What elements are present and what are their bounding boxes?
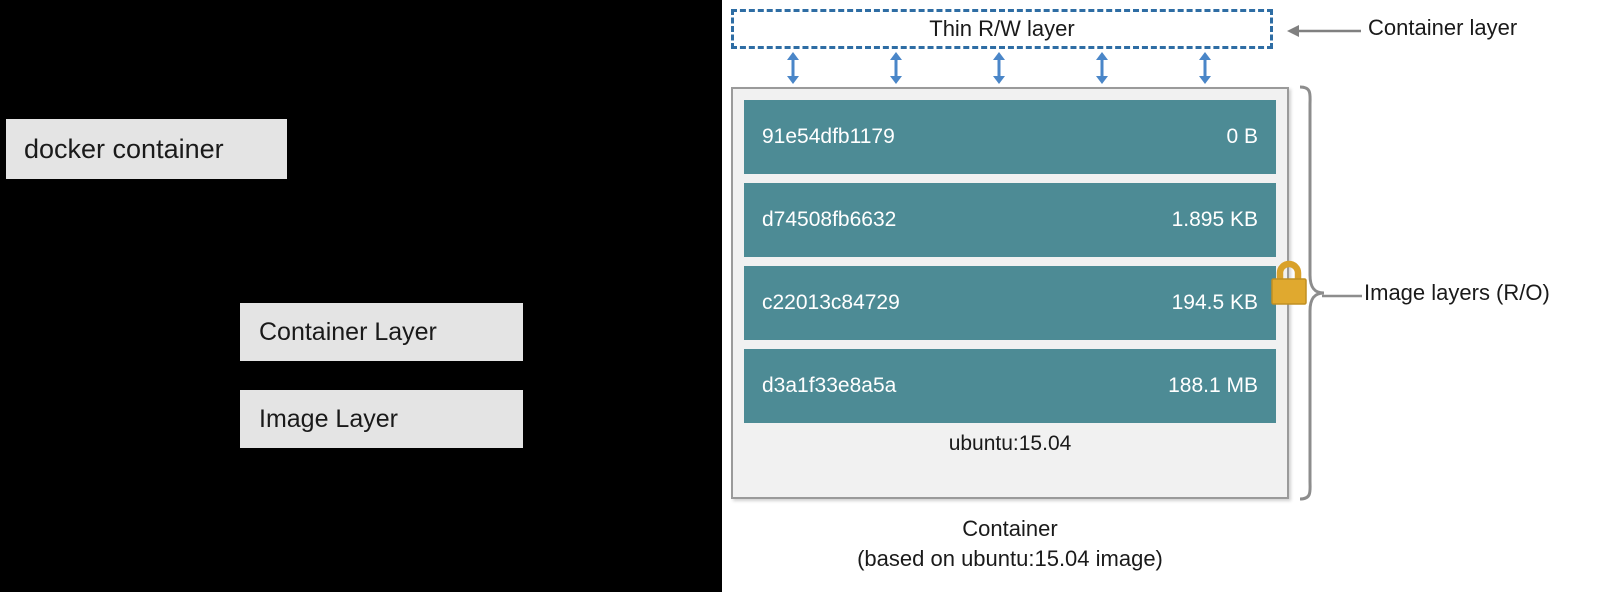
- image-layer-hash: d74508fb6632: [762, 208, 897, 231]
- image-layer-size: 0 B: [1226, 125, 1258, 148]
- image-layer-row: d3a1f33e8a5a 188.1 MB: [744, 349, 1276, 423]
- legend-docker-container: docker container: [6, 119, 287, 179]
- double-headed-arrow-icon: [1094, 52, 1110, 84]
- double-headed-arrow-icon: [888, 52, 904, 84]
- double-headed-arrow-icon: [1197, 52, 1213, 84]
- image-layer-row: d74508fb6632 1.895 KB: [744, 183, 1276, 257]
- legend-container-layer: Container Layer: [240, 303, 523, 361]
- image-layer-stack: 91e54dfb1179 0 B d74508fb6632 1.895 KB c…: [744, 100, 1276, 456]
- image-layer-hash: d3a1f33e8a5a: [762, 374, 897, 397]
- legend-image-layer-label: Image Layer: [259, 404, 398, 433]
- image-layer-row: c22013c84729 194.5 KB: [744, 266, 1276, 340]
- container-layer-callout: Container layer: [1283, 15, 1603, 47]
- container-layer-callout-label: Container layer: [1368, 15, 1518, 40]
- image-layer-hash: 91e54dfb1179: [762, 125, 895, 148]
- legend-container-layer-label: Container Layer: [259, 317, 437, 346]
- thin-rw-layer-label: Thin R/W layer: [929, 16, 1075, 41]
- lock-icon: [1268, 258, 1310, 306]
- legend-image-layer: Image Layer: [240, 390, 523, 448]
- curly-brace-icon: [1296, 85, 1328, 501]
- left-black-panel: [0, 0, 722, 592]
- double-headed-arrow-icon: [785, 52, 801, 84]
- rw-to-image-arrows: [731, 52, 1273, 84]
- legend-docker-container-label: docker container: [24, 133, 224, 164]
- container-caption: Container (based on ubuntu:15.04 image): [731, 514, 1289, 573]
- image-layer-row: 91e54dfb1179 0 B: [744, 100, 1276, 174]
- double-headed-arrow-icon: [991, 52, 1007, 84]
- base-image-name: ubuntu:15.04: [948, 432, 1072, 455]
- brace-connector-line: [1322, 294, 1362, 298]
- image-layer-hash: c22013c84729: [762, 291, 900, 314]
- container-caption-line1: Container: [962, 516, 1058, 541]
- image-layers-callout-label: Image layers (R/O): [1364, 280, 1550, 305]
- container-caption-line2: (based on ubuntu:15.04 image): [857, 545, 1163, 571]
- image-layer-size: 194.5 KB: [1171, 291, 1258, 314]
- left-arrow-icon: [1287, 25, 1361, 37]
- image-layer-size: 1.895 KB: [1171, 208, 1258, 231]
- container-card: 91e54dfb1179 0 B d74508fb6632 1.895 KB c…: [731, 87, 1289, 499]
- image-layer-size: 188.1 MB: [1168, 374, 1258, 397]
- thin-rw-layer-box: Thin R/W layer: [731, 9, 1273, 49]
